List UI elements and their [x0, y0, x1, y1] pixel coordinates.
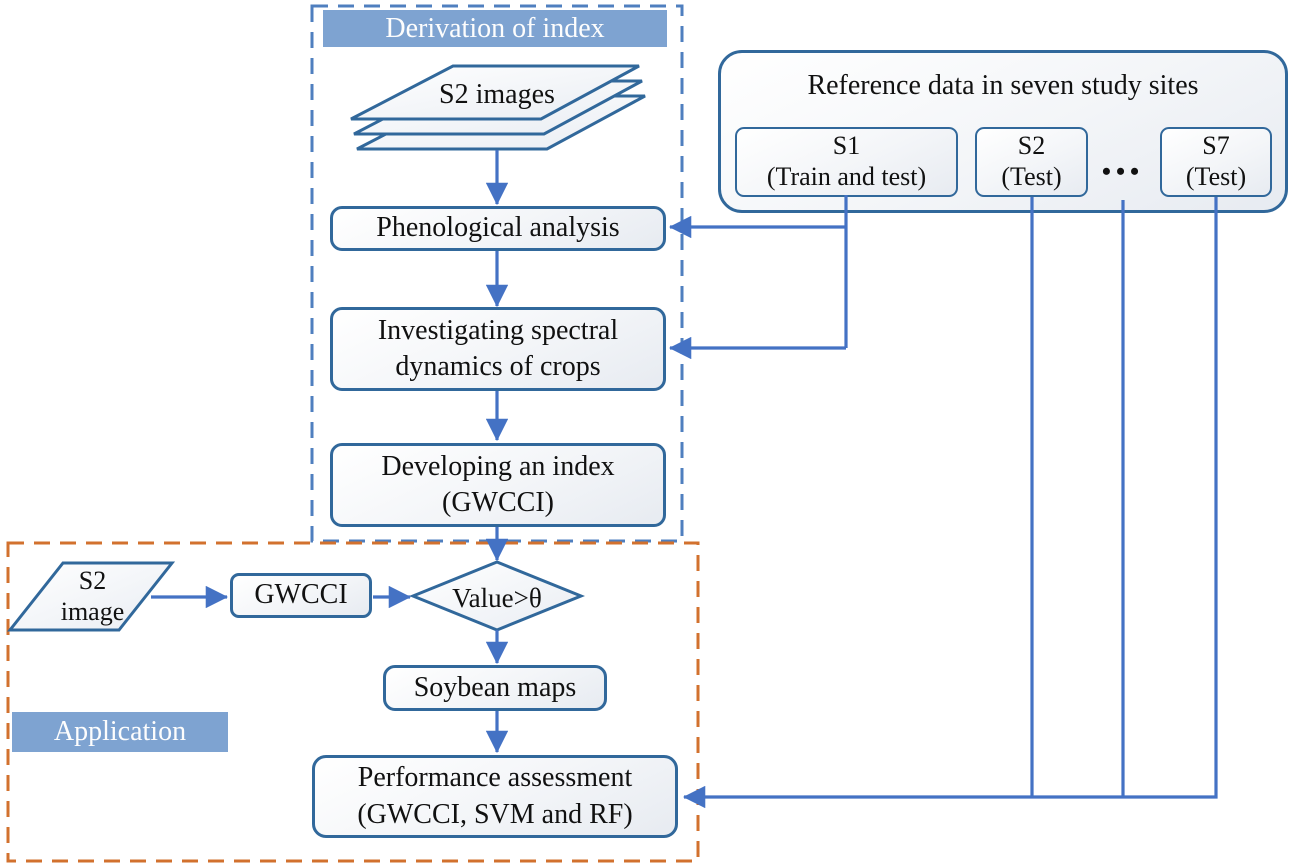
gwcci-box: GWCCI: [230, 573, 372, 618]
site-s7-name: S7: [1202, 131, 1230, 160]
site-s2-name: S2: [1017, 131, 1046, 160]
application-section-banner: Application: [12, 712, 228, 752]
arrow-sites-to-performance: [682, 197, 1218, 809]
sites-ellipsis: •••: [1101, 157, 1145, 186]
site-s1-box: S1 (Train and test): [735, 127, 958, 197]
decision-label: Value>θ: [452, 583, 542, 613]
site-s2-box: S2 (Test): [975, 127, 1088, 197]
performance-assessment-box: Performance assessment (GWCCI, SVM and R…: [312, 755, 678, 838]
site-s1-name: S1: [832, 131, 861, 160]
reference-data-title: Reference data in seven study sites: [807, 70, 1199, 101]
s2-images-label: S2 images: [439, 79, 555, 110]
developing-index-box: Developing an index (GWCCI): [330, 443, 666, 527]
site-s2-role: (Test): [1001, 162, 1062, 191]
spectral-dynamics-box: Investigating spectral dynamics of crops: [330, 307, 666, 391]
derivation-section-banner: Derivation of index: [323, 10, 667, 47]
s2-image-label: S2 image: [60, 566, 125, 626]
site-s7-box: S7 (Test): [1160, 127, 1272, 197]
site-s1-role: (Train and test): [766, 162, 927, 191]
phenological-analysis-box: Phenological analysis: [330, 206, 666, 251]
site-s7-role: (Test): [1185, 162, 1247, 191]
soybean-maps-box: Soybean maps: [383, 665, 607, 711]
